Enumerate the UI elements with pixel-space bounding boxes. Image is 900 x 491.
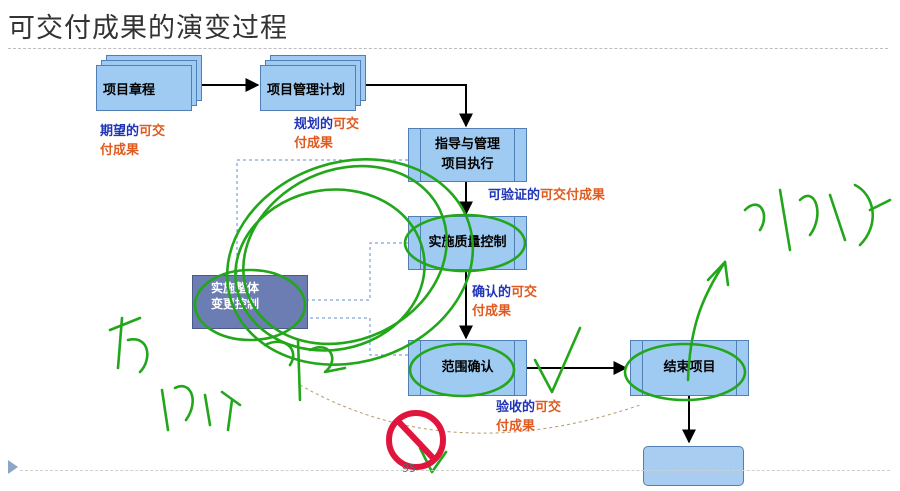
slide-nav-arrow-icon[interactable] xyxy=(8,460,18,474)
ink-arrow-up xyxy=(686,260,727,382)
ink-loop-third xyxy=(234,188,426,352)
caption-planned-deliverables: 规划的可交 付成果 xyxy=(294,117,360,151)
ink-circle-close xyxy=(623,342,747,402)
title-divider xyxy=(8,48,888,49)
caption-verifiable-deliverables: 可验证的可交付成果 xyxy=(488,188,606,203)
dashed-arc xyxy=(299,384,641,434)
ink-word-left-1 xyxy=(108,316,149,374)
ink-circle-quality xyxy=(403,213,527,273)
ink-loop-large xyxy=(225,158,475,366)
box-direct-manage-execution: 指导与管理 项目执行 xyxy=(408,128,527,182)
ink-circle-change xyxy=(193,268,307,342)
ink-check-2 xyxy=(418,446,448,474)
ink-arrowhead xyxy=(706,260,730,287)
caption-confirmed-deliverables: 确认的可交 付成果 xyxy=(472,285,538,319)
ink-check-1 xyxy=(533,326,582,394)
ink-word-middle xyxy=(263,338,347,402)
dashed-link-quality xyxy=(308,242,408,301)
change-control-line2: 变更控制 xyxy=(211,297,260,311)
box-execute-line1: 指导与管理 xyxy=(434,137,500,152)
page-number: 95 xyxy=(402,462,416,475)
ink-word-left-2 xyxy=(160,384,242,432)
box-execute-line2: 项目执行 xyxy=(441,157,494,172)
ink-no-sign xyxy=(386,410,446,470)
box-final-output xyxy=(643,446,744,486)
arrow-plan-to-execute xyxy=(358,84,473,128)
box-project-plan-label: 项目管理计划 xyxy=(267,82,346,98)
box-project-plan: 项目管理计划 xyxy=(260,65,356,111)
box-project-charter: 项目章程 xyxy=(96,65,192,111)
caption-accepted-deliverables: 验收的可交 付成果 xyxy=(496,400,562,434)
footer-divider xyxy=(20,470,890,471)
box-project-charter-label: 项目章程 xyxy=(103,82,156,98)
box-verify-scope-label: 范围确认 xyxy=(441,360,494,375)
ink-word-right xyxy=(743,183,892,252)
slide-title: 可交付成果的演变过程 xyxy=(8,13,288,44)
ink-loop-inner xyxy=(241,164,449,346)
ink-circle-scope xyxy=(408,342,516,398)
caption-expected-deliverables: 期望的可交 付成果 xyxy=(100,124,166,158)
